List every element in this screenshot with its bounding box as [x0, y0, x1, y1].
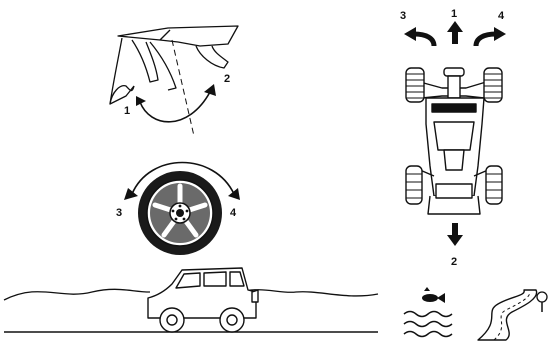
buggy-label-2: 2	[451, 256, 457, 268]
fish-icon	[422, 287, 445, 303]
wheel-label-4: 4	[230, 207, 237, 219]
arrow-forward-icon	[447, 21, 463, 44]
wheel-illustration	[124, 161, 240, 255]
buggy-label-3: 3	[400, 10, 406, 22]
arrow-turn-left-icon	[404, 27, 437, 47]
buggy-label-4: 4	[498, 10, 505, 22]
arrowhead-ccw-icon	[136, 96, 146, 106]
arrow-reverse-icon	[447, 223, 463, 246]
water-crossing-icon	[403, 310, 453, 338]
arrowhead-cw-icon	[204, 84, 216, 96]
buggy-illustration	[405, 67, 503, 215]
tree-icon	[536, 291, 548, 312]
terrain-illustration	[3, 288, 379, 333]
wheel-label-3: 3	[116, 207, 122, 219]
fender-label-1: 1	[124, 105, 130, 117]
fender-label-2: 2	[224, 73, 230, 85]
arrow-turn-right-icon	[473, 27, 506, 47]
jeep-illustration	[147, 267, 259, 333]
winding-road-icon	[477, 289, 538, 341]
buggy-label-1: 1	[451, 8, 457, 20]
fender-illustration	[109, 25, 239, 137]
